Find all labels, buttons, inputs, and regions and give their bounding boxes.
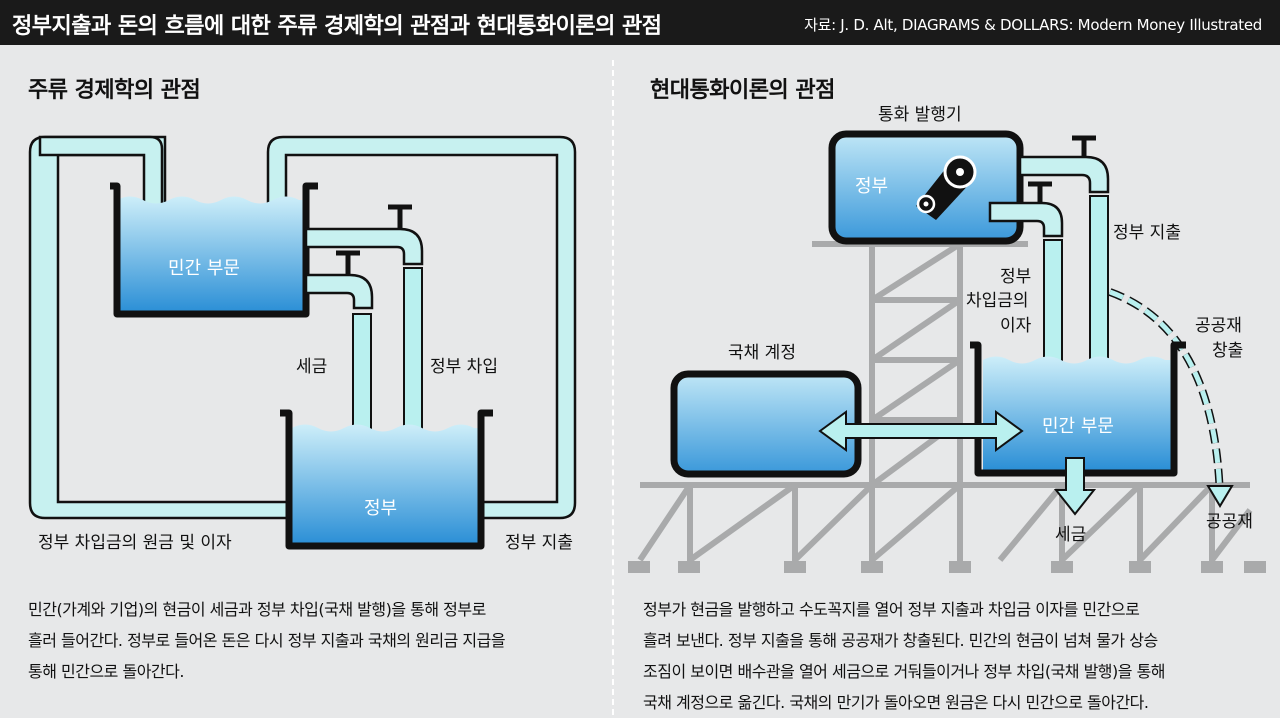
- gov-label: 정부: [855, 176, 888, 197]
- right-caption: 정부가 현금을 발행하고 수도꼭지를 열어 정부 지출과 차입금 이자를 민간으…: [643, 594, 1166, 718]
- right-caption-line: 정부가 현금을 발행하고 수도꼭지를 열어 정부 지출과 차입금 이자를 민간으…: [643, 600, 1140, 619]
- gov-tank: [280, 409, 493, 550]
- outer-loop-pipe: [28, 135, 302, 520]
- issuer-label: 통화 발행기: [878, 105, 962, 125]
- left-caption-line: 통해 민간으로 돌아간다.: [28, 662, 184, 681]
- spending-label: 정부 지출: [505, 533, 573, 553]
- right-caption-line: 조짐이 보이면 배수관을 열어 세금으로 거둬들이거나 정부 차입(국채 발행)…: [643, 662, 1166, 681]
- public-goods-arrow: [1109, 289, 1223, 499]
- borrow-valve-handle: [388, 204, 412, 229]
- interest-label-3: 이자: [1000, 316, 1032, 336]
- public-goods-label-2: 창출: [1212, 341, 1243, 361]
- left-caption: 민간(가계와 기업)의 현금이 세금과 정부 차입(국채 발행)을 통해 정부로…: [28, 594, 506, 687]
- spending-loop-pipe: [266, 135, 577, 520]
- public-goods-arrowhead: [1206, 485, 1234, 508]
- spending-valve-handle: [1072, 135, 1096, 157]
- left-caption-line: 민간(가계와 기업)의 현금이 세금과 정부 차입(국채 발행)을 통해 정부로: [28, 600, 486, 619]
- header-bar: 정부지출과 돈의 흐름에 대한 주류 경제학의 관점과 현대통화이론의 관점 자…: [0, 0, 1280, 45]
- source-credit: 자료: J. D. Alt, DIAGRAMS & DOLLARS: Moder…: [804, 16, 1262, 34]
- interest-faucet: [988, 201, 1064, 238]
- right-caption-line: 국채 계정으로 옮긴다. 국채의 만기가 돌아오면 원금은 다시 민간으로 돌아…: [643, 693, 1149, 712]
- tax-faucet: [304, 273, 374, 310]
- repay-label: 정부 차입금의 원금 및 이자: [38, 533, 232, 553]
- printing-press-icon: [916, 155, 977, 220]
- bond-account-label: 국채 계정: [728, 343, 796, 363]
- tax-label: 세금: [296, 357, 327, 377]
- private-tank-right-water: [983, 356, 1172, 470]
- interest-label-2: 차입금의: [966, 291, 1029, 311]
- private-tank: [110, 182, 318, 318]
- interest-valve-handle: [1028, 181, 1052, 203]
- right-panel-title: 현대통화이론의 관점: [650, 78, 835, 103]
- panel-divider: [612, 60, 614, 715]
- gov-issuer-box: [828, 130, 1024, 245]
- left-panel-title: 주류 경제학의 관점: [28, 78, 201, 103]
- bond-transfer-arrow: [818, 410, 1024, 452]
- public-goods-end-label: 공공재: [1206, 512, 1253, 532]
- private-tank-right-label: 민간 부문: [1042, 416, 1114, 437]
- private-tank-water: [117, 196, 306, 312]
- left-diagram: 민간 부문 세금 정부 차입 정부 정부 차입금의 원금 및 이자 정부 지출: [28, 135, 577, 553]
- spending-faucet: [1018, 155, 1110, 194]
- public-goods-label-1: 공공재: [1195, 316, 1242, 336]
- left-caption-line: 흘러 들어간다. 정부로 들어온 돈은 다시 정부 지출과 국채의 원리금 지급…: [28, 631, 506, 650]
- borrow-faucet: [304, 227, 424, 266]
- tax-valve-handle: [336, 250, 360, 275]
- tax-drain-arrow: [1053, 457, 1097, 516]
- right-diagram: 통화 발행기 정부 정부 지출 정부 차입금의 이자 공공재 창출 공공재: [628, 105, 1266, 573]
- scaffolding: [628, 241, 1266, 573]
- gov-tank-label: 정부: [364, 498, 397, 519]
- page-title: 정부지출과 돈의 흐름에 대한 주류 경제학의 관점과 현대통화이론의 관점: [12, 14, 662, 39]
- borrowing-label: 정부 차입: [430, 357, 498, 377]
- tax-drain-label: 세금: [1055, 525, 1086, 545]
- spending-label-right: 정부 지출: [1113, 223, 1181, 243]
- private-tank-label: 민간 부문: [168, 258, 240, 279]
- right-caption-line: 흘려 보낸다. 정부 지출을 통해 공공재가 창출된다. 민간의 현금이 넘쳐 …: [643, 631, 1158, 650]
- interest-label-1: 정부: [1000, 267, 1031, 287]
- gov-tank-water: [292, 424, 481, 544]
